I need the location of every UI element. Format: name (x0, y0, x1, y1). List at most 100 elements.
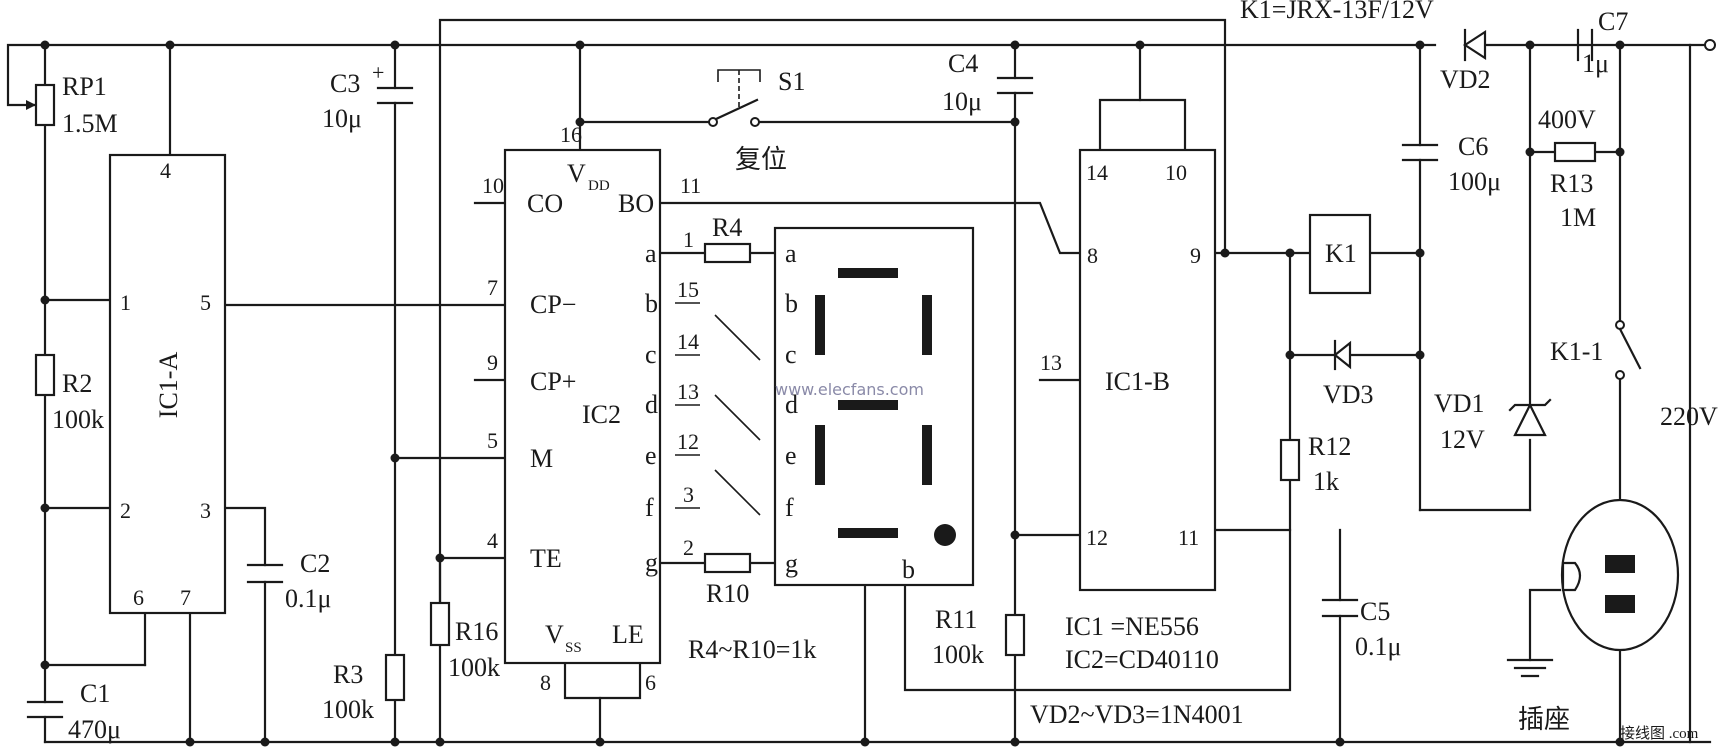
segment-d (838, 528, 898, 538)
c4-label: C4 (948, 49, 978, 78)
k1-relay-coil: K1 (1308, 213, 1372, 295)
display-in-c: c (785, 340, 797, 369)
ic1a-pin5: 5 (200, 290, 211, 315)
ic1b-pin11: 11 (1178, 525, 1199, 550)
rp1-value: 1.5M (62, 109, 118, 138)
c3-label: C3 (330, 69, 360, 98)
vd1-label: VD1 (1434, 389, 1485, 418)
ic2-out-d: d (645, 390, 658, 419)
ic2-pin10: 10 (482, 173, 504, 198)
segment-g (838, 400, 898, 410)
ic2-co: CO (527, 189, 563, 218)
c1-capacitor: C1 470μ (26, 679, 121, 744)
r2-label: R2 (62, 369, 92, 398)
k1-1-relay-contact: K1-1 (1550, 320, 1642, 380)
ic2-vss: V (545, 620, 564, 649)
vd-note: VD2~VD3=1N4001 (1030, 700, 1244, 729)
r4-r10-note: R4~R10=1k (688, 635, 816, 664)
r12-label: R12 (1308, 432, 1351, 461)
c7-label: C7 (1598, 7, 1628, 36)
ic1a-pin6: 6 (133, 585, 144, 610)
c5-value: 0.1μ (1355, 632, 1401, 661)
ic1a-pin1: 1 (120, 290, 131, 315)
ic2-le: LE (612, 620, 644, 649)
display-in-a: a (785, 239, 797, 268)
seven-segment-display: a b c d e f g b (773, 226, 975, 587)
display-in-g: g (785, 549, 798, 578)
c5-capacitor: C5 0.1μ (1321, 597, 1401, 661)
ic2-pin-f: 3 (683, 482, 694, 507)
vd3-diode: VD3 (1323, 339, 1374, 409)
power-socket: 插座 (1518, 498, 1680, 734)
rp1-rheostat: RP1 1.5M (26, 72, 118, 138)
display-in-d: d (785, 390, 798, 419)
ic2-out-g: g (645, 548, 658, 577)
s1-reset-switch: S1 复位 (708, 67, 805, 174)
ic2-name: IC2 (582, 400, 621, 429)
ic2-pin6: 6 (645, 670, 656, 695)
r4-label: R4 (712, 213, 742, 242)
segment-dp (934, 524, 956, 546)
vd2-diode: VD2 (1440, 28, 1491, 94)
ic1b-pin13: 13 (1040, 350, 1062, 375)
k1-spec-label: K1=JRX-13F/12V (1240, 0, 1434, 24)
c6-capacitor: C6 100μ (1401, 132, 1501, 196)
r16-resistor: R16 100k (429, 601, 500, 682)
segment-b (922, 295, 932, 355)
ic1b-name: IC1-B (1105, 367, 1170, 396)
c3-plus: + (372, 60, 384, 85)
ic2-bo: BO (618, 189, 654, 218)
r11-label: R11 (935, 605, 977, 634)
display-bottom-label: b (902, 555, 915, 584)
ic1a-pin4: 4 (160, 158, 171, 183)
ic1b-pin14: 14 (1086, 160, 1108, 185)
ic2-pin4: 4 (487, 528, 498, 553)
ic1-note: IC1 =NE556 (1065, 612, 1199, 641)
vd1-value: 12V (1440, 425, 1485, 454)
segment-c (922, 425, 932, 485)
r2-value: 100k (52, 405, 104, 434)
r4-resistor: R4 (703, 213, 752, 264)
s1-label: S1 (778, 67, 805, 96)
ic2-cpm: CP− (530, 290, 576, 319)
r10-resistor: R10 (703, 552, 752, 608)
ic2-te: TE (530, 544, 562, 573)
vd1-zener-diode: VD1 12V (1434, 389, 1552, 454)
r3-resistor: R3 100k (322, 653, 406, 724)
ic2-pin-e: 12 (677, 429, 699, 454)
k1-1-label: K1-1 (1550, 337, 1603, 366)
ic2-pin11: 11 (680, 173, 701, 198)
c7-value: 1μ (1582, 49, 1609, 78)
ic2-out-f: f (645, 493, 654, 522)
ic2-note: IC2=CD40110 (1065, 645, 1219, 674)
v220-label: 220V (1660, 402, 1718, 431)
wires (6, 18, 1712, 747)
c4-capacitor: C4 10μ (942, 49, 1034, 116)
c2-capacitor: C2 0.1μ (246, 549, 331, 613)
ic1-a-chip: 4 1 2 5 3 6 7 IC1-A (108, 153, 227, 615)
socket-label: 插座 (1518, 705, 1570, 734)
r3-label: R3 (333, 660, 363, 689)
r2-resistor: R2 100k (34, 353, 104, 434)
vd2-label: VD2 (1440, 65, 1491, 94)
rp1-label: RP1 (62, 72, 107, 101)
segment-e (815, 425, 825, 485)
ic2-out-c: c (645, 340, 657, 369)
ic2-out-b: b (645, 289, 658, 318)
r16-label: R16 (455, 617, 498, 646)
ic2-pin7: 7 (487, 275, 498, 300)
c7-capacitor: C7 1μ 400V (1538, 7, 1628, 134)
r12-resistor: R12 1k (1279, 432, 1351, 496)
r11-value: 100k (932, 640, 984, 669)
k1-label: K1 (1325, 239, 1357, 268)
c6-value: 100μ (1448, 167, 1501, 196)
c3-value: 10μ (322, 104, 362, 133)
ic2-pin5: 5 (487, 428, 498, 453)
ic1a-pin3: 3 (200, 498, 211, 523)
ic2-pin-b: 15 (677, 277, 699, 302)
ic2-pin8: 8 (540, 670, 551, 695)
c1-value: 470μ (68, 715, 121, 744)
c2-value: 0.1μ (285, 584, 331, 613)
vd3-label: VD3 (1323, 380, 1374, 409)
ic1a-pin7: 7 (180, 585, 191, 610)
